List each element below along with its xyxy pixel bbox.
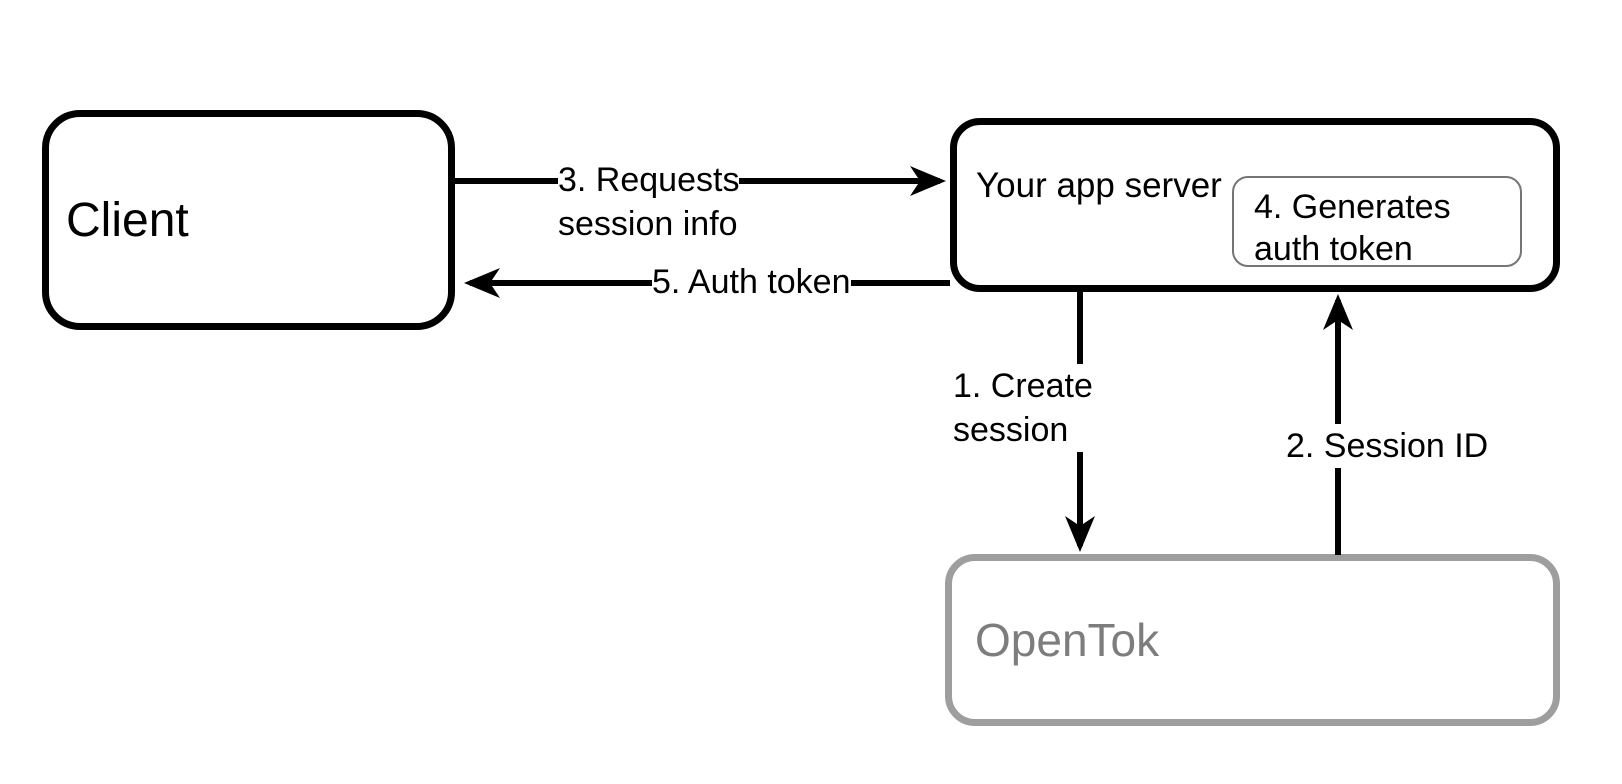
app-server-node-label: Your app server <box>976 163 1222 208</box>
client-node: Client <box>42 110 455 330</box>
create-session-label-line1: 1. Create <box>953 367 1093 405</box>
generates-auth-token-line1: 4. Generates <box>1254 188 1451 226</box>
requests-session-info-label-line2: session info <box>558 205 738 243</box>
client-node-label: Client <box>66 193 189 247</box>
generates-auth-token-step: 4. Generates auth token <box>1232 176 1522 268</box>
requests-session-info-label-line1: 3. Requests <box>558 161 740 199</box>
session-id-label: 2. Session ID <box>1286 424 1489 468</box>
opentok-node-label: OpenTok <box>975 614 1160 666</box>
create-session-label-line2: session <box>953 411 1069 449</box>
opentok-node: OpenTok <box>945 554 1560 726</box>
requests-session-info-label: 3. Requests session info <box>558 158 740 246</box>
app-server-label-line2: server <box>1124 166 1222 205</box>
session-id-label-text: 2. Session ID <box>1286 427 1489 465</box>
generates-auth-token-line2: auth token <box>1254 230 1413 268</box>
app-server-label-line1: Your app <box>976 166 1115 205</box>
auth-token-label-text: 5. Auth token <box>652 263 851 301</box>
create-session-label: 1. Create session <box>953 364 1093 452</box>
auth-token-label: 5. Auth token <box>652 260 851 304</box>
